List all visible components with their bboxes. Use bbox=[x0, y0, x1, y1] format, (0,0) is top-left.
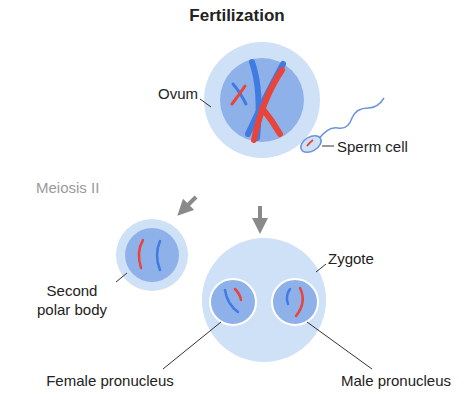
part-label: Male pronucleus bbox=[341, 371, 451, 390]
part-label: Female pronucleus bbox=[46, 371, 174, 390]
ovum bbox=[204, 42, 320, 158]
part-label: Ovum bbox=[158, 84, 198, 103]
process-label: Meiosis II bbox=[36, 178, 99, 197]
part-label: Second polar body bbox=[30, 281, 114, 319]
meiosis-arrow bbox=[183, 197, 196, 210]
part-label: Sperm cell bbox=[337, 137, 408, 156]
part-label: Zygote bbox=[328, 249, 374, 268]
leader-lines bbox=[116, 99, 372, 369]
diagram-title: Fertilization bbox=[189, 6, 284, 25]
zygote bbox=[202, 238, 326, 362]
fertilization-arrow bbox=[258, 206, 262, 226]
second-polar-body bbox=[116, 219, 188, 291]
